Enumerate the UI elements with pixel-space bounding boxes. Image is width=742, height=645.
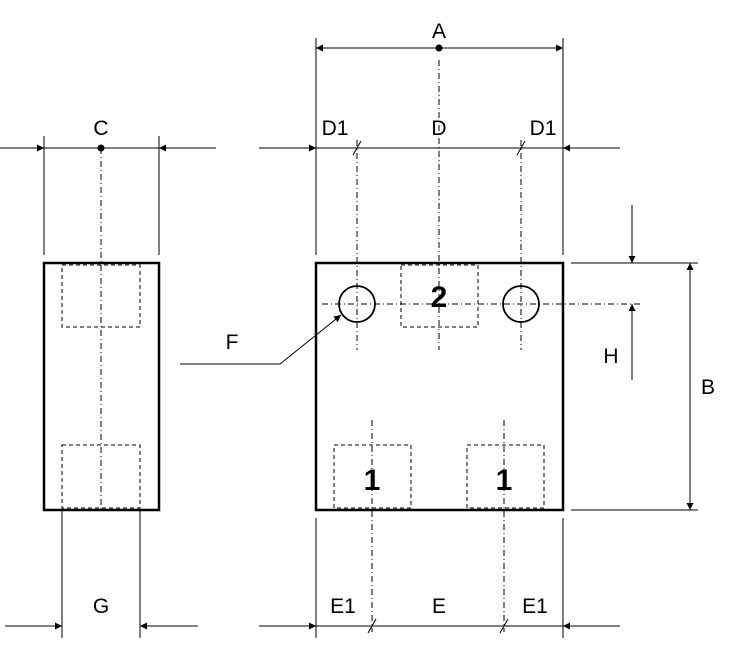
- label-c: C: [93, 117, 108, 140]
- label-f: F: [226, 331, 239, 354]
- e1-tick-right: [499, 618, 509, 634]
- front-view-body: [314, 261, 565, 512]
- d1-tick-right: [516, 140, 526, 156]
- pad-1-right-number: 1: [496, 464, 513, 497]
- front-view: 2 1 1 A D1 D D1: [180, 20, 715, 638]
- label-e1-right: E1: [522, 595, 548, 618]
- label-d1-left: D1: [322, 117, 349, 140]
- pad-1-right-outline: [466, 444, 545, 509]
- label-b: B: [701, 376, 715, 399]
- pad-1-left-number: 1: [364, 464, 381, 497]
- f-leader-arrow: [279, 314, 342, 365]
- side-view: C G: [0, 117, 216, 638]
- side-view-body: [42, 261, 161, 512]
- d1-tick-left: [352, 140, 362, 156]
- label-d: D: [431, 117, 446, 140]
- c-center-dot: [97, 144, 105, 152]
- label-d1-right: D1: [530, 117, 557, 140]
- label-e1-left: E1: [330, 595, 356, 618]
- label-g: G: [93, 595, 109, 618]
- label-a: A: [432, 20, 446, 43]
- e1-tick-left: [367, 618, 377, 634]
- label-h: H: [603, 345, 618, 368]
- label-e: E: [432, 595, 446, 618]
- a-center-dot: [435, 44, 443, 52]
- side-view-pad-bottom: [61, 444, 141, 509]
